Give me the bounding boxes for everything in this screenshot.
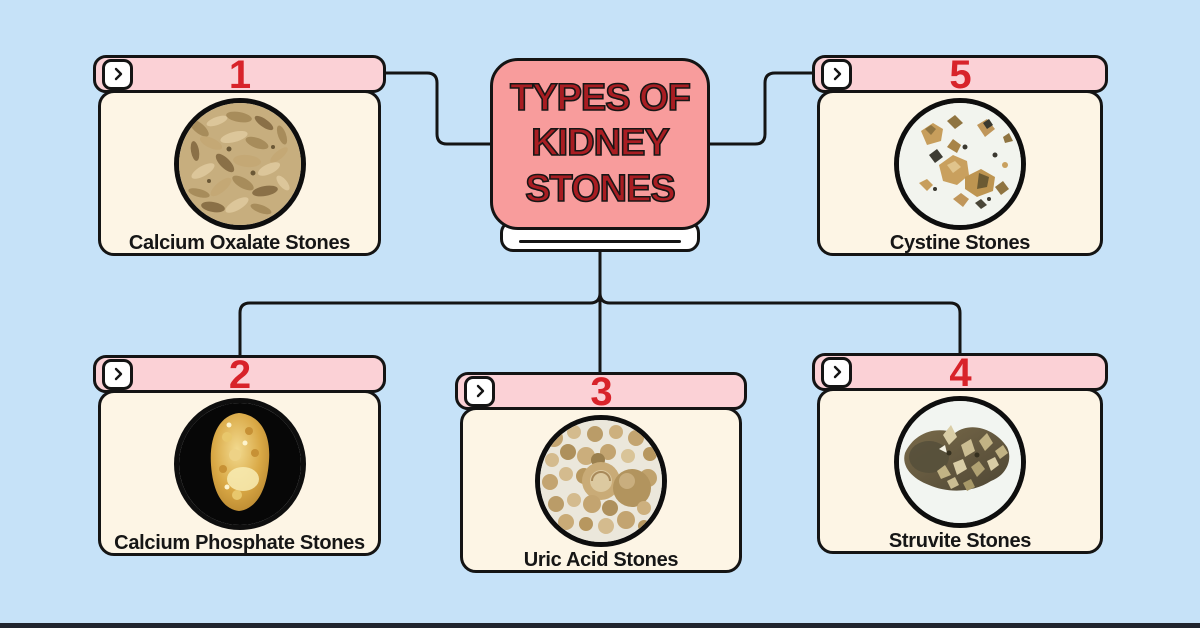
card-label: Cystine Stones: [889, 232, 1031, 254]
expand-arrow-button[interactable]: [464, 375, 495, 407]
cystine-stone-image: [894, 98, 1026, 230]
card-body: Struvite Stones: [817, 388, 1103, 554]
card-calcium-oxalate: 1: [93, 53, 386, 256]
card-label: Uric Acid Stones: [523, 549, 679, 571]
card-header: 3: [455, 370, 747, 414]
expand-arrow-button[interactable]: [821, 58, 852, 90]
card-header: 4: [812, 351, 1108, 395]
card-uric-acid: 3: [455, 370, 747, 573]
card-header: 5: [812, 53, 1108, 97]
chevron-right-icon: [114, 67, 122, 81]
chevron-right-icon: [114, 367, 122, 381]
title-line-3: STONES: [524, 167, 676, 211]
card-number: 3: [590, 370, 612, 414]
page-title: TYPES OF KIDNEY STONES: [509, 76, 692, 213]
card-struvite: 4: [812, 351, 1108, 554]
card-label: Calcium Phosphate Stones: [114, 532, 365, 554]
card-number: 4: [949, 351, 971, 395]
card-header: 2: [93, 353, 386, 397]
connector-branch-left: [238, 291, 602, 360]
card-calcium-phosphate: 2: [93, 353, 386, 556]
struvite-stone-image: [894, 396, 1026, 528]
uric-acid-stone-image: [535, 415, 667, 547]
title-line-2: KIDNEY: [530, 121, 670, 165]
card-number: 1: [228, 53, 251, 97]
calcium-oxalate-stone-image: [173, 98, 306, 230]
title-line-1: TYPES OF: [509, 76, 692, 120]
calcium-phosphate-stone-image: [173, 398, 306, 530]
card-body: Calcium Phosphate Stones: [98, 390, 381, 556]
card-number: 2: [228, 353, 251, 397]
card-label: Calcium Oxalate Stones: [128, 232, 351, 254]
center-title-box: TYPES OF KIDNEY STONES: [490, 58, 710, 230]
connector-card1-to-center: [384, 71, 494, 146]
card-body: Uric Acid Stones: [460, 407, 742, 573]
connector-center-to-card5: [706, 71, 816, 146]
card-body: Calcium Oxalate Stones: [98, 90, 381, 256]
card-number: 5: [949, 53, 971, 97]
connector-branch-right: [598, 291, 962, 360]
chevron-right-icon: [833, 67, 841, 81]
expand-arrow-button[interactable]: [821, 356, 852, 388]
bottom-edge-bar: [0, 623, 1200, 628]
card-label: Struvite Stones: [888, 530, 1032, 552]
card-cystine: 5: [812, 53, 1108, 256]
expand-arrow-button[interactable]: [102, 58, 133, 90]
center-box-tab-line: [519, 240, 681, 243]
card-body: Cystine Stones: [817, 90, 1103, 256]
chevron-right-icon: [476, 384, 484, 398]
card-header: 1: [93, 53, 386, 97]
expand-arrow-button[interactable]: [102, 358, 133, 390]
chevron-right-icon: [833, 365, 841, 379]
